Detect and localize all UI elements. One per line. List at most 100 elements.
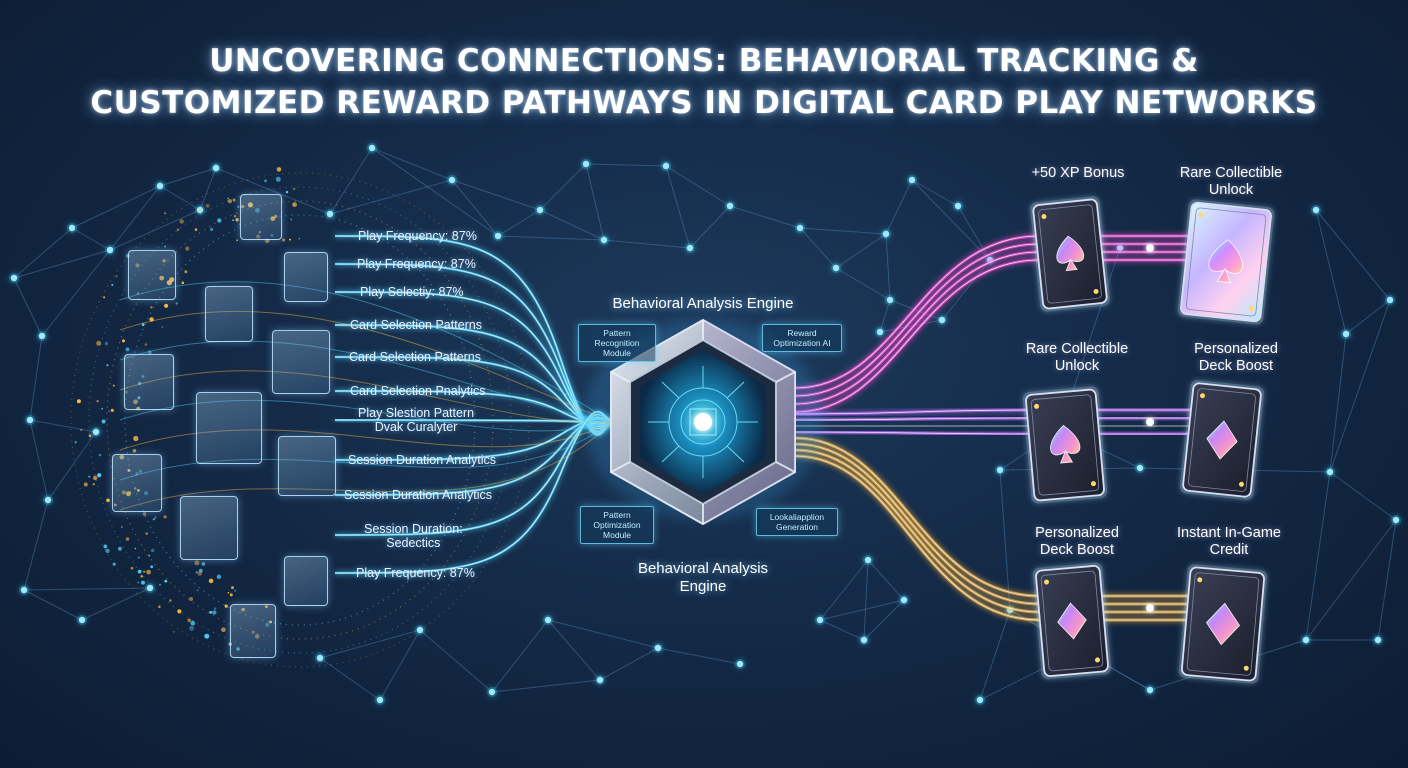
particle <box>227 199 232 204</box>
metric-label: Card Selection Pnalytics <box>350 384 486 398</box>
network-node <box>938 316 946 324</box>
particle <box>221 627 226 632</box>
particle <box>105 548 110 553</box>
network-node <box>156 182 164 190</box>
metric-label: Play Slestion Pattern Dvak Curalyter <box>358 406 474 434</box>
network-node <box>1116 244 1124 252</box>
particle <box>96 340 102 346</box>
playing-card-icon <box>1032 562 1112 680</box>
network-link <box>585 163 667 167</box>
card-corner-pip <box>1041 214 1047 220</box>
network-node <box>1392 516 1400 524</box>
network-link <box>657 647 741 665</box>
particle <box>254 634 260 639</box>
particle <box>108 410 110 413</box>
particle <box>197 571 202 576</box>
particle <box>163 515 167 519</box>
card-suit-icon <box>1208 239 1243 284</box>
particle <box>146 569 152 575</box>
particle <box>169 599 172 602</box>
reward-pathway-core <box>794 235 1200 389</box>
particle <box>275 176 281 182</box>
background-network-nodes <box>9 143 1401 705</box>
title-line-2: CUSTOMIZED REWARD PATHWAYS IN DIGITAL CA… <box>90 85 1318 121</box>
network-link <box>885 179 913 235</box>
particle <box>120 526 123 528</box>
user-silhouette-icon <box>240 194 282 240</box>
particle <box>121 490 126 495</box>
card-corner-pip <box>1200 393 1206 399</box>
network-link <box>71 227 111 251</box>
module-text: Module <box>603 348 631 358</box>
data-stream-thread <box>119 281 613 423</box>
particle <box>148 554 151 557</box>
reward-cards <box>1022 196 1275 684</box>
particle <box>282 238 286 242</box>
card-corner-pip <box>1093 288 1099 294</box>
particle <box>224 604 228 608</box>
network-node <box>544 616 552 624</box>
card-corner-pip <box>1044 579 1050 585</box>
particle <box>177 609 182 614</box>
particle <box>137 556 140 559</box>
network-link <box>879 299 891 333</box>
page-title: UNCOVERING CONNECTIONS: BEHAVIORAL TRACK… <box>0 40 1408 124</box>
particle <box>205 204 210 208</box>
reward-label-line: Rare Collectible <box>1179 165 1283 181</box>
network-link <box>879 319 943 333</box>
particle <box>110 408 114 412</box>
network-link <box>379 629 421 701</box>
particle <box>269 620 272 624</box>
particle <box>93 475 98 481</box>
user-silhouette-icon <box>205 286 253 342</box>
network-node <box>488 688 496 696</box>
network-link <box>215 167 331 215</box>
network-link <box>819 559 869 621</box>
reward-label: Rare Collectible Unlock <box>1002 341 1152 375</box>
network-node <box>900 596 908 604</box>
metric-label: Play Frequency: 87% <box>356 566 475 580</box>
card-inner-border <box>1185 207 1267 317</box>
engine-top-label: Behavioral Analysis Engine <box>612 295 794 312</box>
network-link <box>599 647 659 681</box>
reward-label: +50 XP Bonus <box>1003 165 1153 182</box>
network-link <box>585 163 605 241</box>
network-node <box>146 584 154 592</box>
card-inner-border <box>1186 572 1260 676</box>
network-link <box>957 205 991 261</box>
particle <box>172 631 175 633</box>
card-suit-icon <box>1050 424 1081 464</box>
particle <box>136 292 140 295</box>
reward-pathway-line <box>794 436 1200 598</box>
network-link <box>41 249 111 337</box>
reward-pathway-line <box>794 250 1200 406</box>
particle <box>119 454 125 460</box>
reward-label-line: Personalized <box>1194 341 1278 357</box>
network-node <box>726 202 734 210</box>
network-link <box>419 629 493 693</box>
particle <box>290 218 293 221</box>
network-node <box>376 696 384 704</box>
reward-pathway-core <box>794 437 1200 597</box>
network-link <box>13 249 111 279</box>
network-link <box>1377 519 1397 641</box>
network-node <box>816 616 824 624</box>
network-node <box>196 206 204 214</box>
metric-label: Play Frequency: 87% <box>358 229 477 243</box>
network-node <box>536 206 544 214</box>
user-silhouette-icon <box>284 252 328 302</box>
particle <box>187 618 192 623</box>
reward-pathway-core <box>794 259 1200 413</box>
particle <box>142 512 147 516</box>
network-link <box>1305 471 1331 641</box>
network-link <box>319 657 381 701</box>
network-link <box>665 165 691 249</box>
particle <box>265 622 270 627</box>
network-link <box>819 619 865 641</box>
network-node <box>1326 468 1334 476</box>
particle <box>159 583 161 586</box>
reward-label-line: Personalized <box>1035 525 1119 541</box>
particle <box>232 198 236 202</box>
particle <box>141 375 145 378</box>
particle <box>74 441 77 444</box>
